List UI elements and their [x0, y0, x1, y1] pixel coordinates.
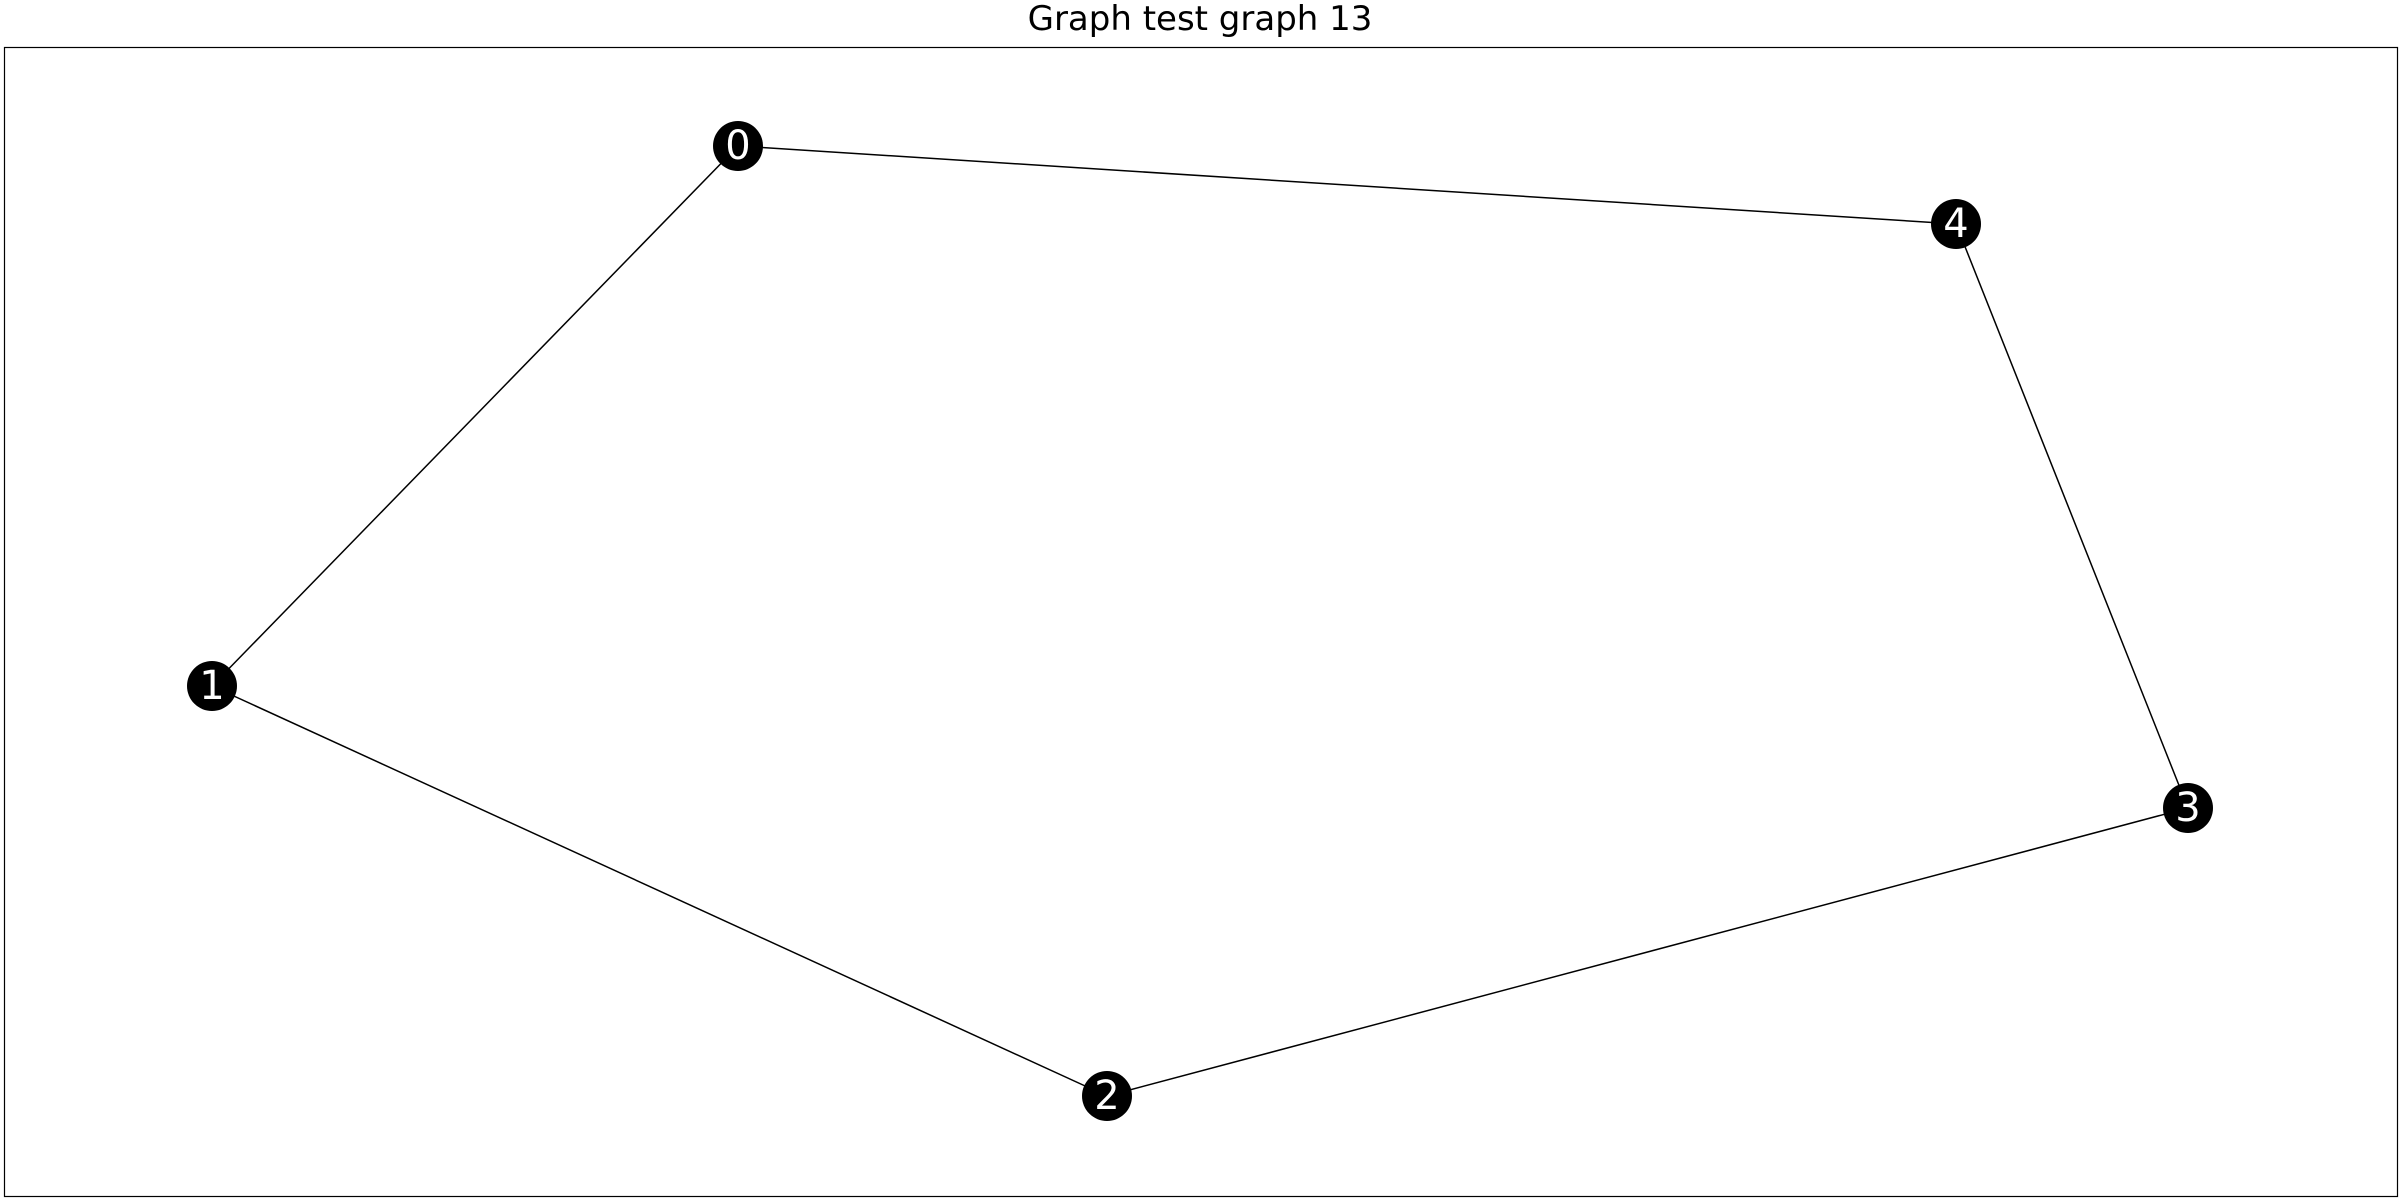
edge-0-4: [737, 145, 1957, 225]
edge-3-4: [1955, 223, 2189, 809]
edge-0-1: [211, 145, 739, 687]
node-3: 3: [2163, 783, 2213, 833]
node-label: 4: [1943, 201, 1968, 247]
node-label: 2: [1094, 1073, 1119, 1119]
node-circle: [1931, 199, 1981, 249]
node-label: 3: [2175, 785, 2200, 831]
node-label: 1: [199, 663, 224, 709]
node-circle: [187, 661, 237, 711]
edge-1-2: [211, 685, 1108, 1097]
nodes-layer: 0 1 2 3 4: [187, 121, 2213, 1121]
node-4: 4: [1931, 199, 1981, 249]
node-circle: [1082, 1071, 1132, 1121]
node-0: 0: [713, 121, 763, 171]
graph-title: Graph test graph 13: [1027, 0, 1373, 39]
node-2: 2: [1082, 1071, 1132, 1121]
edge-2-3: [1106, 807, 2189, 1097]
edges-layer: [211, 145, 2189, 1097]
node-circle: [713, 121, 763, 171]
node-label: 0: [725, 123, 750, 169]
node-1: 1: [187, 661, 237, 711]
plot-frame: [3, 46, 2399, 1198]
node-circle: [2163, 783, 2213, 833]
